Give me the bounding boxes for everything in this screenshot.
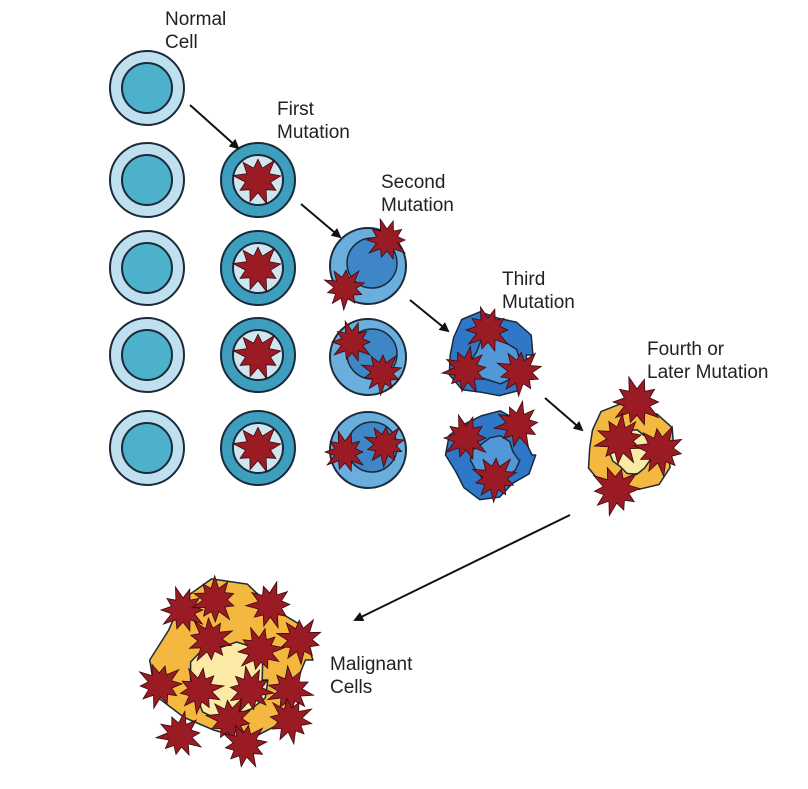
mutation-star-icon [442,413,487,461]
malignant-cells [138,574,322,768]
label-line: Normal [165,9,226,30]
label-line: Mutation [381,195,454,216]
second-mutation-cell [323,411,407,489]
cell-nucleus [121,242,173,294]
mutation-star-icon [231,333,282,381]
mutation-star-icon [363,426,406,469]
mutation-star-icon [464,305,509,353]
mutation-star-icon [632,425,683,478]
first-mutation-cell [220,142,296,218]
mutation-star-icon [229,664,276,714]
label-line: Later Mutation [647,362,768,383]
label-line: Mutation [502,292,575,313]
mutation-star-icon [231,426,282,474]
label-line: Third [502,269,545,290]
label-normal-cell: Normal Cell [165,9,226,53]
label-line: First [277,99,315,120]
label-line: Second [381,172,445,193]
mutation-star-icon [365,217,406,261]
arrow-third-to-fourth [544,397,584,432]
mutation-star-icon [471,457,518,504]
mutation-star-icon [360,354,403,397]
mutation-star-icon [592,412,642,466]
normal-cell [109,50,185,126]
mutation-star-icon [592,466,642,517]
arrow-second-to-third [409,299,450,333]
mutation-star-icon [275,618,322,666]
label-fourth-mutation: Fourth or Later Mutation [647,339,768,383]
second-mutation-cell [323,217,407,312]
mutation-star-icon [611,375,660,426]
mutation-star-icon [231,158,282,206]
first-mutation-cell [220,317,296,393]
mutation-star-icon [244,580,291,630]
label-line: Malignant [330,654,413,675]
normal-cell [109,317,185,393]
arrow-first-to-second [300,203,342,239]
mutation-star-icon [222,724,268,768]
mutation-star-icon [138,663,184,710]
label-first-mutation: First Mutation [277,99,350,143]
mutation-star-icon [492,399,539,449]
arrow-normal-to-first [189,104,240,150]
mutation-star-icon [496,351,543,398]
mutation-star-icon [188,616,234,662]
fourth-mutation-cell [587,375,683,517]
first-mutation-cell [220,230,296,306]
label-line: Fourth or [647,339,725,360]
cell-nucleus [121,422,173,474]
label-line: Mutation [277,122,350,143]
third-mutation-cell [440,305,543,398]
mutation-star-icon [231,246,282,294]
mutation-star-icon [323,269,366,312]
mutation-star-icon [269,697,313,746]
first-mutation-cell [220,410,296,486]
label-line: Cells [330,677,372,698]
second-mutation-cell [329,318,407,397]
mutation-star-icon [323,429,364,473]
label-second-mutation: Second Mutation [381,172,454,216]
arrow-fourth-to-malignant [353,514,571,621]
normal-cell [109,230,185,306]
mutation-star-icon [330,319,371,363]
normal-cell [109,410,185,486]
mutation-star-icon [190,574,235,624]
third-mutation-cell [442,399,539,504]
cell-nucleus [121,62,173,114]
label-third-mutation: Third Mutation [502,269,575,313]
mutation-star-icon [159,585,204,633]
normal-cell [109,142,185,218]
mutation-star-icon [154,709,203,757]
cell-nucleus [121,154,173,206]
cell-nucleus [121,329,173,381]
mutation-star-icon [440,344,487,394]
label-malignant-cells: Malignant Cells [330,654,413,698]
mutation-star-icon [179,667,226,716]
arrows [189,104,584,621]
label-line: Cell [165,32,198,53]
mutation-star-icon [236,626,286,671]
